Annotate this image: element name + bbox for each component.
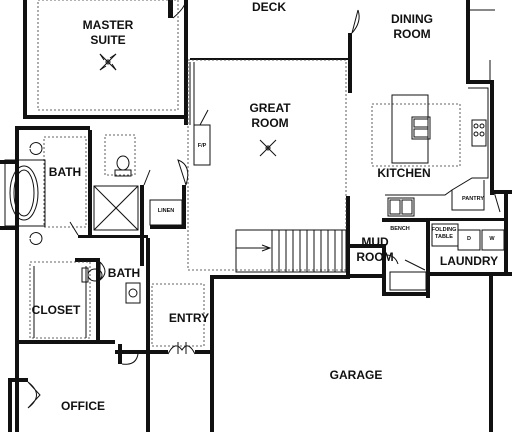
closet-shelves [33, 266, 87, 338]
label-great-room: GREAT ROOM [249, 101, 290, 131]
label-bench: BENCH [390, 226, 410, 232]
kitchen-island [385, 87, 501, 217]
label-dining-room-line-2: ROOM [393, 27, 431, 41]
label-dining-room-line-1: DINING [391, 12, 433, 26]
label-great-room-line-2: ROOM [251, 116, 289, 130]
label-linen: LINEN [157, 208, 175, 214]
laundry-appliances [389, 223, 505, 291]
toilets [81, 155, 141, 304]
label-mud-room-line-1: MUD [361, 235, 389, 249]
label-deck: DECK [251, 0, 287, 14]
label-folding-table-line-2: TABLE [435, 234, 453, 240]
label-master-suite-line-1: MASTER [82, 18, 134, 32]
door-swings [27, 0, 495, 409]
label-bath-hall: BATH [107, 266, 141, 280]
ceiling-fans [99, 53, 277, 157]
label-fireplace: F/P [197, 143, 207, 149]
label-mud-room-line-2: ROOM [356, 250, 394, 264]
label-entry: ENTRY [168, 311, 210, 325]
label-laundry: LAUNDRY [439, 254, 499, 268]
linen-closet [149, 199, 183, 226]
master-tub [4, 142, 46, 245]
label-kitchen: KITCHEN [377, 166, 431, 180]
fireplace [193, 109, 211, 166]
label-office: OFFICE [61, 399, 105, 413]
dashed-outlines [29, 0, 461, 347]
label-garage: GARAGE [329, 368, 383, 382]
label-dryer: D [467, 236, 471, 242]
label-dining-room: DINING ROOM [391, 12, 433, 42]
label-mud-room: MUD ROOM [356, 235, 393, 265]
shower [93, 185, 139, 231]
label-great-room-line-1: GREAT [249, 101, 291, 115]
label-pantry: PANTRY [462, 196, 484, 202]
label-washer: W [489, 236, 495, 242]
label-closet: CLOSET [31, 303, 81, 317]
staircase [235, 229, 347, 273]
label-folding-table: FOLDING TABLE [432, 227, 457, 241]
label-folding-table-line-1: FOLDING [431, 227, 457, 233]
label-master-suite: MASTER SUITE [83, 18, 134, 48]
label-bath-master: BATH [48, 165, 82, 179]
label-master-suite-line-2: SUITE [90, 33, 126, 47]
